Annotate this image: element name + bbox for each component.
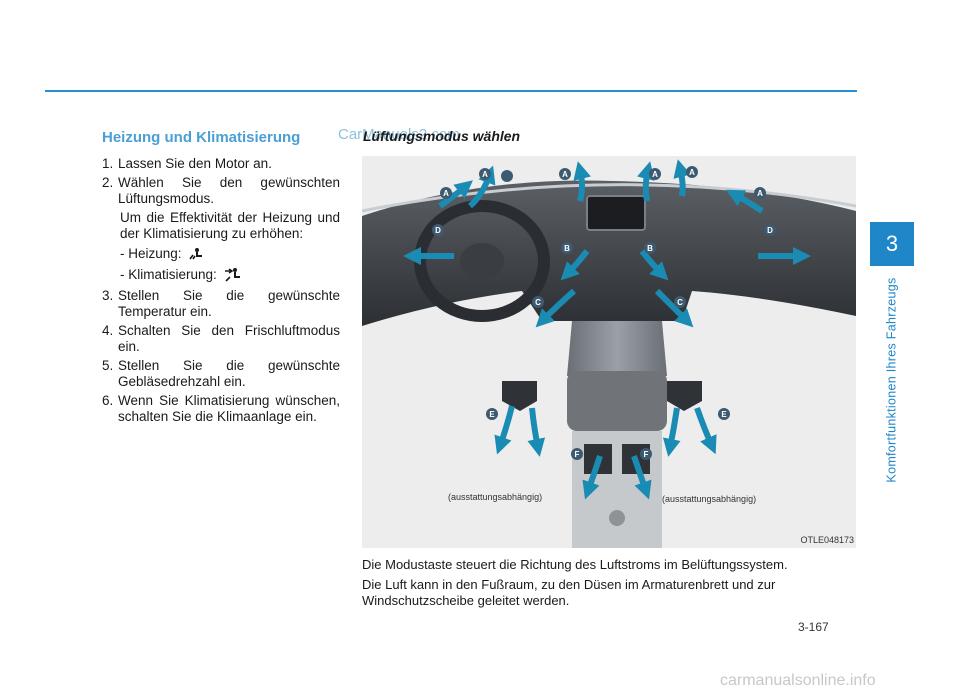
airflow-arrow xyxy=(560,249,590,281)
step-number: 6. xyxy=(102,393,114,408)
step-text: Schalten Sie den Frischluftmodus ein. xyxy=(118,323,340,354)
footer-watermark: carmanualsonline.info xyxy=(720,672,876,689)
airflow-arrow xyxy=(573,161,591,202)
mode-heating: - Heizung: xyxy=(120,246,340,262)
step-text: Wählen Sie den gewünschten Lüftungsmodus… xyxy=(118,175,340,206)
note-text: Um die Effektivität der Heizung und der … xyxy=(120,210,340,241)
dashboard-shape xyxy=(362,180,856,326)
chapter-number-tab[interactable]: 3 xyxy=(870,222,914,266)
label-letter: C xyxy=(677,298,683,307)
label-letter: A xyxy=(689,168,695,177)
sub-heading: Lüftungsmodus wählen xyxy=(363,128,521,144)
step-text: Lassen Sie den Motor an. xyxy=(118,156,272,171)
airflow-arrow xyxy=(694,407,717,455)
step-number: 2. xyxy=(102,175,114,190)
label-letter: A xyxy=(443,189,449,198)
steps-list: 1. Lassen Sie den Motor an. 2. Wählen Sie … xyxy=(102,156,340,425)
figure-labels xyxy=(432,166,776,460)
figure-code: OTLE048173 xyxy=(800,535,854,545)
label-letter: A xyxy=(757,189,763,198)
floor-vent-left xyxy=(502,381,537,411)
label-letter: A xyxy=(562,170,568,179)
step-text: Stellen Sie die gewünschte Temperatur ei… xyxy=(118,288,340,319)
airflow-arrow xyxy=(631,455,652,500)
step-text: Stellen Sie die gewünschte Gebläsedrehza… xyxy=(118,358,340,389)
step-text: Wenn Sie Klimatisierung wünschen, schalt… xyxy=(118,393,340,424)
label-letter: B xyxy=(564,244,570,253)
infotainment-screen xyxy=(586,195,646,231)
step-number: 1. xyxy=(102,156,114,171)
floor-vent-right xyxy=(667,381,702,411)
mode-heating-label: - Heizung: xyxy=(120,246,182,261)
airflow-arrows xyxy=(403,159,811,500)
windshield-edge xyxy=(362,183,856,213)
airflow-arrow xyxy=(582,455,603,500)
airflow-arrow xyxy=(494,405,515,455)
step-number: 4. xyxy=(102,323,114,338)
figure-label-letters: A A A A A A B B C C D D E E F F xyxy=(435,168,773,459)
step-item: 5. Stellen Sie die gewünschte Gebläsedreh… xyxy=(102,358,340,390)
caption-paragraph: Die Luft kann in den Fußraum, zu den Düs… xyxy=(362,577,776,608)
armrest xyxy=(567,371,667,431)
airflow-arrow xyxy=(654,288,694,328)
airflow-arrow xyxy=(673,159,691,197)
label-letter: D xyxy=(767,226,773,235)
label-letter: F xyxy=(644,450,649,459)
airflow-arrow xyxy=(438,180,473,209)
step-item: 1. Lassen Sie den Motor an. xyxy=(102,156,340,172)
header-rule xyxy=(45,90,857,92)
label-letter: E xyxy=(721,410,727,419)
usb-port xyxy=(609,510,625,526)
airflow-arrow xyxy=(527,407,546,457)
floor-heat-icon xyxy=(188,248,202,260)
vent-diagram-graphic: A A A A A A B B C C D D E E F F xyxy=(362,159,856,548)
label-letter: F xyxy=(575,450,580,459)
chapter-title: Komfortfunktionen Ihres Fahrzeugs xyxy=(860,272,924,487)
section-heading: Heizung und Klimatisierung xyxy=(102,129,301,146)
label-letter: A xyxy=(652,170,658,179)
airflow-arrow xyxy=(662,407,681,457)
optional-label-left: (ausstattungsabhängig) xyxy=(448,492,543,502)
chapter-title-text: Komfortfunktionen Ihres Fahrzeugs xyxy=(885,276,900,483)
step-item: 3. Stellen Sie die gewünschte Temperatur … xyxy=(102,288,340,320)
face-floor-vent-icon xyxy=(224,268,240,282)
mode-cooling: - Klimatisierung: xyxy=(120,267,340,283)
steering-hub xyxy=(460,243,504,279)
vent-diagram: A A A A A A B B C C D D E E F F (ausstat… xyxy=(362,156,856,548)
step-number: 5. xyxy=(102,358,114,373)
page-number: 3-167 xyxy=(798,620,829,634)
label-letter: D xyxy=(435,226,441,235)
airflow-arrow xyxy=(637,161,655,202)
optional-label-right: (ausstattungsabhängig) xyxy=(662,494,757,504)
figure-caption: Die Modustaste steuert die Richtung des … xyxy=(362,557,856,613)
step-item: 2. Wählen Sie den gewünschten Lüftungsmod… xyxy=(102,175,340,207)
left-column: Heizung und Klimatisierung 1. Lassen Sie … xyxy=(102,130,340,428)
watermark: CarManuals2.com xyxy=(338,126,460,143)
label-letter: A xyxy=(482,170,488,179)
step-note: Um die Effektivität der Heizung und der … xyxy=(102,210,340,283)
label-letter: C xyxy=(535,298,541,307)
airflow-arrow xyxy=(535,288,576,328)
caption-paragraph: Die Modustaste steuert die Richtung des … xyxy=(362,557,788,572)
step-number: 3. xyxy=(102,288,114,303)
label-letter: E xyxy=(489,410,495,419)
label-letter: B xyxy=(647,244,653,253)
mode-cooling-label: - Klimatisierung: xyxy=(120,267,217,282)
step-item: 6. Wenn Sie Klimatisierung wünschen, scha… xyxy=(102,393,340,425)
airflow-arrow xyxy=(726,189,764,214)
airflow-arrow xyxy=(639,249,669,281)
step-item: 4. Schalten Sie den Frischluftmodus ein. xyxy=(102,323,340,355)
